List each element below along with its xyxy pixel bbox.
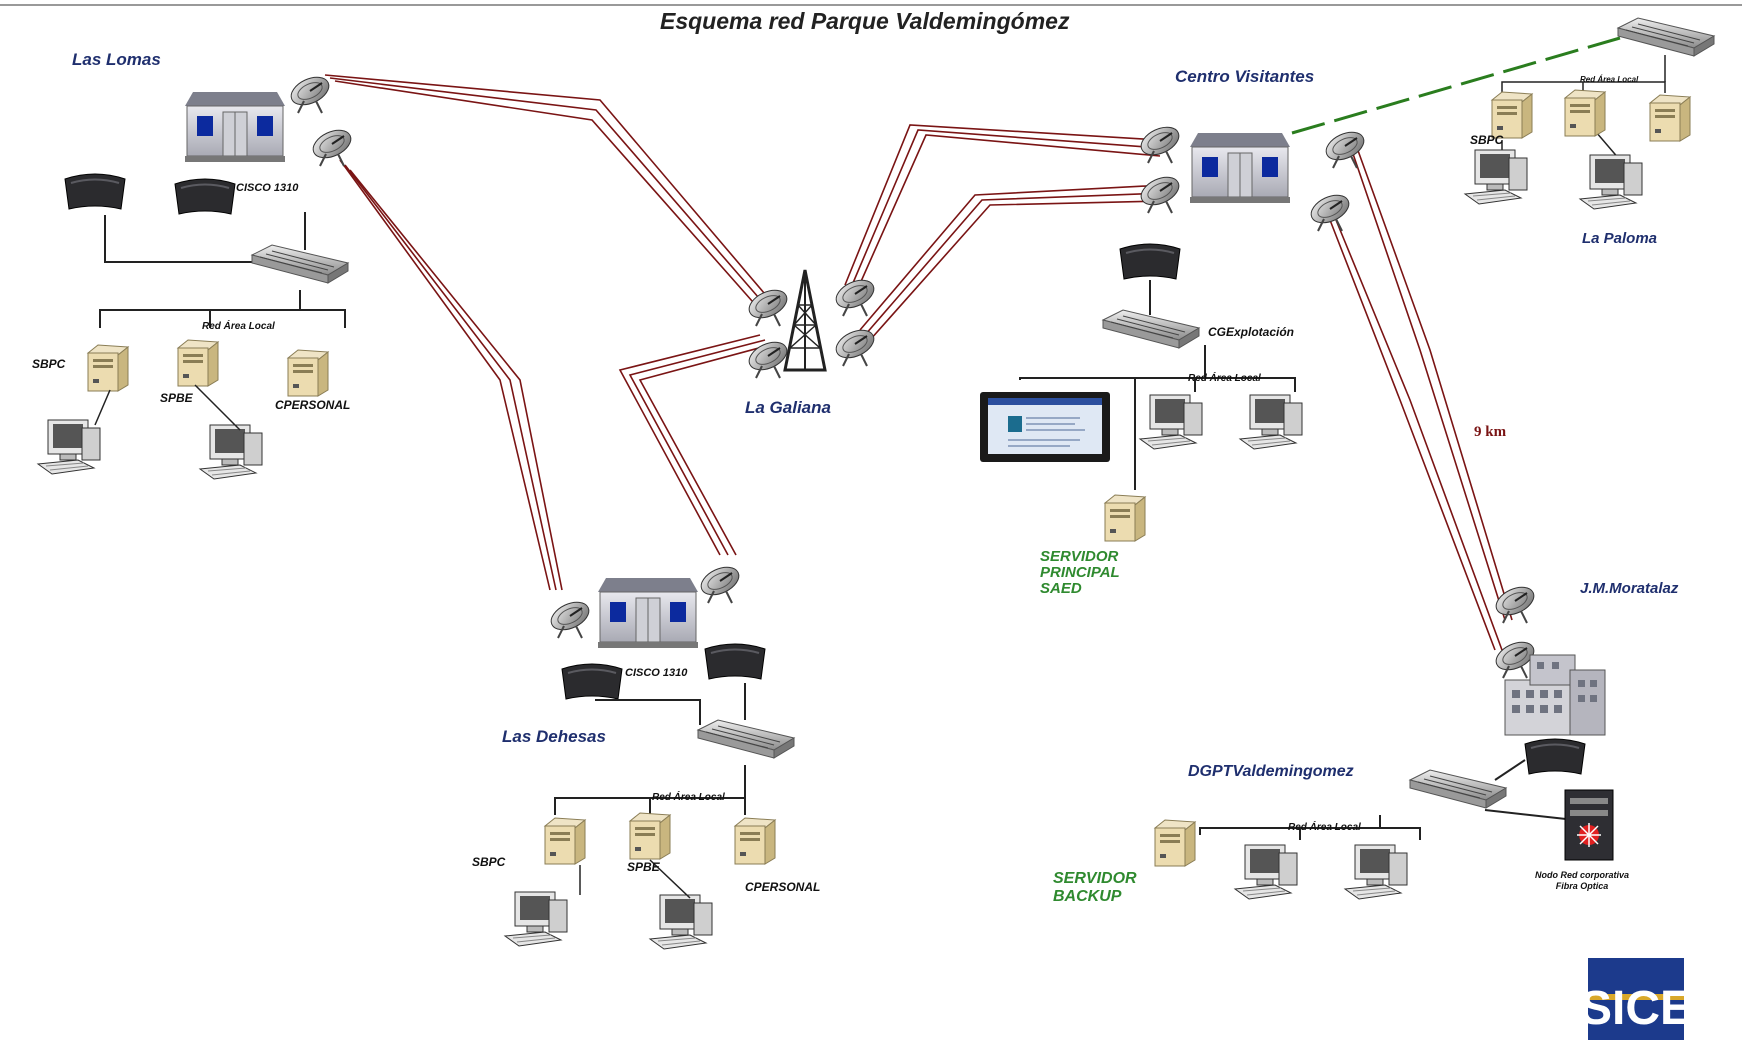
label-cgexplotacion: CGExplotación [1208, 325, 1295, 339]
cgexplotacion-monitor [980, 392, 1110, 462]
la-paloma-pc-2 [1579, 154, 1643, 210]
las-lomas-pc-1 [37, 419, 101, 475]
las-lomas-switch [251, 244, 349, 284]
la-galiana-dish-3 [830, 273, 880, 317]
label-lan-dehesas: Red Área Local [652, 792, 725, 803]
las-dehesas-site [504, 560, 795, 950]
sice-logo-text: SICE [1580, 982, 1692, 1035]
dgpt-pc-1 [1234, 844, 1298, 900]
las-dehesas-server-sbpc [544, 817, 586, 865]
las-lomas-server-cpersonal [287, 349, 329, 397]
centro-visitantes-ap [1119, 243, 1181, 280]
las-lomas-building [184, 91, 286, 163]
cgexplotacion-pc-1 [1139, 394, 1203, 450]
dgpt-pc-2 [1344, 844, 1408, 900]
centro-visitantes-dish-4 [1305, 188, 1355, 232]
label-sbpc-lomas: SBPC [32, 357, 66, 371]
label-las-dehesas: Las Dehesas [502, 727, 606, 746]
page-title: Esquema red Parque Valdemingómez [660, 8, 1070, 34]
label-lan-paloma: Red Área Local [1580, 75, 1639, 84]
las-lomas-server-sbpc [87, 344, 129, 392]
servidor-principal-saed [1104, 494, 1146, 542]
la-paloma-server-sbpc [1491, 91, 1533, 139]
radio-link-galiana-dehesas [618, 334, 771, 556]
label-sbpc-dehesas: SBPC [472, 855, 506, 869]
las-dehesas-dish-2 [695, 560, 745, 604]
las-lomas-dish-1 [285, 70, 335, 114]
label-sbpc-paloma: SBPC [1470, 133, 1504, 147]
sice-logo: SICE [1580, 958, 1692, 1040]
las-dehesas-pc-1 [504, 891, 568, 947]
label-lan-lomas: Red Área Local [202, 321, 275, 332]
las-dehesas-ap-2 [704, 643, 766, 680]
label-spbe-lomas: SPBE [160, 391, 193, 405]
dgpt-switch [1409, 769, 1507, 809]
label-nodo-red: Nodo Red corporativa Fibra Optica [1535, 870, 1630, 891]
radio-link-lomas-galiana [324, 74, 771, 311]
label-centro-visitantes: Centro Visitantes [1175, 67, 1315, 86]
label-cisco-dehesas: CISCO 1310 [625, 667, 688, 679]
label-cpersonal-lomas: CPERSONAL [275, 398, 351, 412]
label-las-lomas: Las Lomas [72, 50, 161, 69]
servidor-backup [1154, 819, 1196, 867]
nodo-red-icon [1564, 789, 1614, 861]
label-cpersonal-dehesas: CPERSONAL [745, 880, 821, 894]
label-jm-moratalaz: J.M.Moratalaz [1580, 580, 1679, 597]
la-paloma-server-2 [1564, 89, 1606, 137]
la-paloma-pc-1 [1464, 149, 1528, 205]
la-paloma-server-3 [1649, 94, 1691, 142]
cgexplotacion-switch [1102, 309, 1200, 349]
moratalaz-building [1504, 654, 1606, 736]
label-la-paloma: La Paloma [1582, 230, 1658, 247]
centro-visitantes-dish-2 [1135, 170, 1185, 214]
las-dehesas-building [597, 577, 699, 649]
label-servidor-backup: SERVIDOR BACKUP [1053, 870, 1137, 905]
las-dehesas-switch [697, 719, 795, 759]
label-la-galiana: La Galiana [745, 398, 831, 417]
centro-visitantes-site [980, 120, 1370, 542]
radio-link-galiana-centro-2 [859, 184, 1166, 341]
moratalaz-ap [1524, 738, 1586, 775]
las-dehesas-ap-cisco [561, 663, 623, 700]
la-paloma-site [1464, 17, 1715, 210]
las-lomas-server-spbe [177, 339, 219, 387]
label-cisco-lomas: CISCO 1310 [236, 182, 299, 194]
las-dehesas-pc-2 [649, 894, 713, 950]
label-lan-centro: Red Área Local [1188, 373, 1261, 384]
las-lomas-site [37, 70, 357, 480]
centro-visitantes-building [1189, 132, 1291, 204]
las-dehesas-dish-1 [545, 595, 595, 639]
moratalaz-dish-1 [1490, 580, 1540, 624]
label-distance: 9 km [1474, 424, 1507, 440]
la-galiana-dish-4 [830, 323, 880, 367]
label-spbe-dehesas: SPBE [627, 860, 660, 874]
las-lomas-pc-2 [199, 424, 263, 480]
jm-moratalaz-site [1154, 580, 1614, 900]
radio-link-galiana-centro [844, 124, 1161, 296]
las-dehesas-server-spbe [629, 812, 671, 860]
la-galiana-site [743, 268, 880, 379]
las-lomas-ap-cisco [174, 178, 236, 215]
la-galiana-tower [783, 268, 827, 372]
las-lomas-dish-2 [307, 123, 357, 167]
la-paloma-switch [1617, 17, 1715, 57]
las-lomas-ap-1 [64, 173, 126, 210]
label-servidor-principal: SERVIDOR PRINCIPAL SAED [1040, 548, 1120, 597]
cgexplotacion-pc-2 [1239, 394, 1303, 450]
radio-link-centro-moratalaz [1329, 144, 1513, 651]
fiber-link-centro-paloma [1291, 36, 1621, 135]
label-lan-dgpt: Red Área Local [1288, 822, 1361, 833]
radio-link-lomas-dehesas [339, 159, 563, 591]
label-dgpt: DGPTValdemingomez [1188, 763, 1354, 780]
centro-visitantes-dish-1 [1135, 120, 1185, 164]
las-dehesas-server-cpersonal [734, 817, 776, 865]
